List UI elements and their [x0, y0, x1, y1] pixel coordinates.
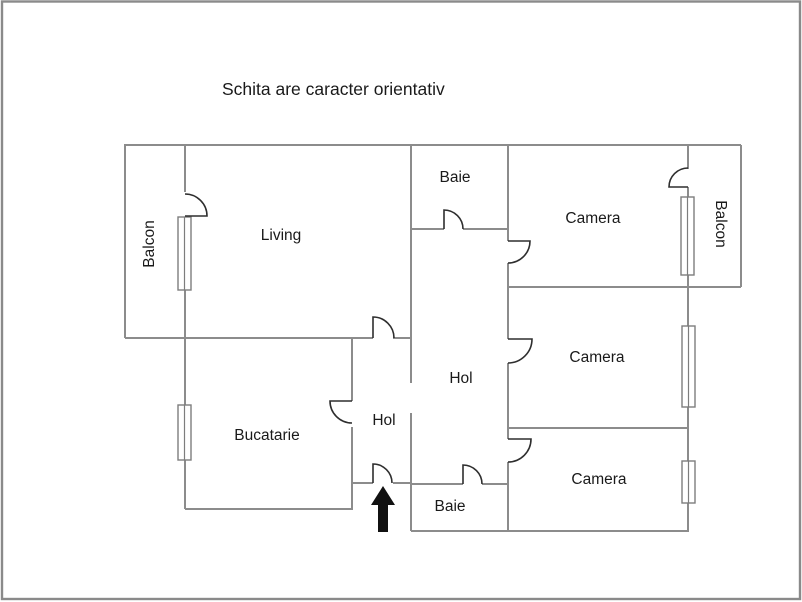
door-camera-middle	[507, 338, 533, 364]
room-label-baie-top: Baie	[439, 169, 470, 186]
room-label-camera-top: Camera	[565, 210, 621, 227]
plan-title: Schita are caracter orientativ	[222, 79, 445, 99]
windows	[177, 196, 696, 504]
window-balcon-left	[177, 216, 192, 291]
room-label-balcon-right: Balcon	[712, 200, 729, 247]
room-labels: Living Bucatarie Hol Hol Baie Baie Camer…	[141, 169, 729, 515]
door-balcon-left	[184, 193, 208, 217]
room-label-hol-small: Hol	[372, 412, 395, 429]
door-balcon-right	[668, 167, 689, 188]
window-camera-bottom	[681, 460, 696, 504]
room-label-bucatarie: Bucatarie	[234, 427, 299, 444]
door-baie-top	[443, 209, 464, 230]
room-label-baie-bottom: Baie	[434, 498, 465, 515]
door-baie-bottom	[462, 464, 483, 485]
room-label-living: Living	[261, 227, 302, 244]
entrance-arrow-icon	[371, 486, 395, 532]
room-label-hol-big: Hol	[449, 370, 472, 387]
room-label-camera-bottom: Camera	[571, 471, 627, 488]
room-label-balcon-left: Balcon	[141, 220, 158, 267]
window-camera-middle	[681, 325, 696, 408]
door-entrance	[372, 463, 393, 484]
room-label-camera-middle: Camera	[569, 349, 625, 366]
window-balcon-right	[680, 196, 695, 276]
doors	[184, 167, 689, 485]
window-bucatarie	[177, 404, 192, 461]
walls	[124, 144, 742, 532]
door-camera-top	[507, 240, 531, 264]
door-camera-bottom	[507, 438, 532, 463]
door-bucatarie	[329, 400, 353, 424]
door-living	[372, 316, 395, 339]
